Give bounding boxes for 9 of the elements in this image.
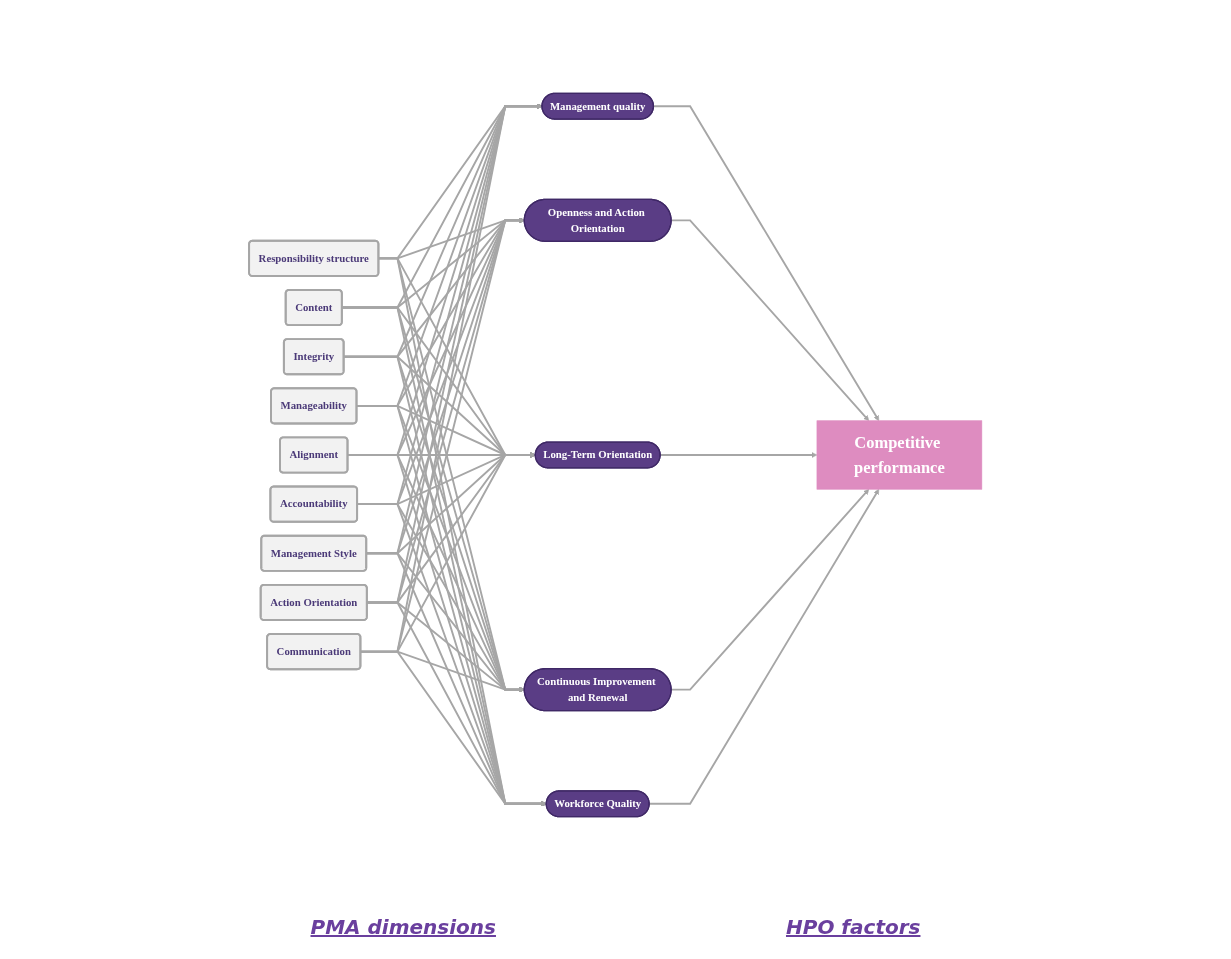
arrow	[659, 451, 818, 458]
section-caption: PMA dimensions	[310, 915, 496, 939]
arrow	[346, 453, 547, 807]
arrow	[670, 218, 870, 421]
arrow	[359, 650, 547, 807]
section-caption: HPO factors	[786, 915, 921, 939]
arrow	[648, 488, 880, 805]
node-box: Competitive performance	[816, 419, 983, 490]
arrow	[670, 488, 870, 691]
